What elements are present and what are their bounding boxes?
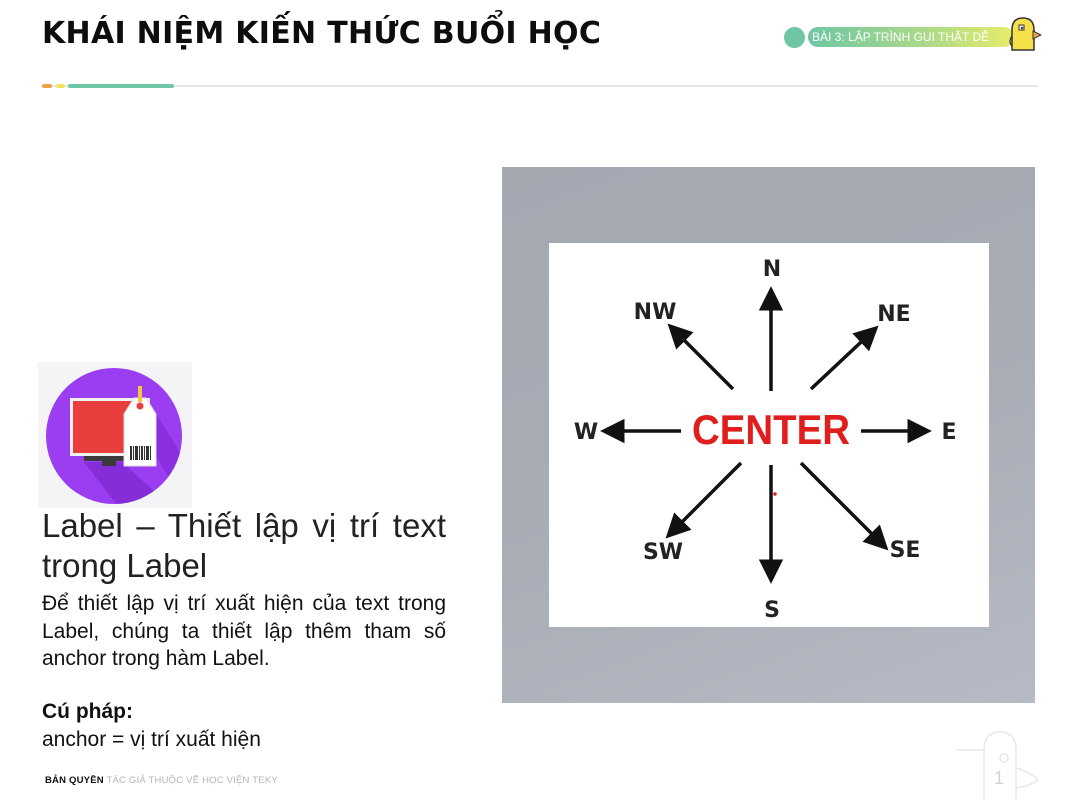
page-number: 1 [994, 768, 1005, 788]
arrow-sw [665, 461, 743, 539]
label-e: E [941, 420, 956, 445]
label-w: W [574, 420, 598, 445]
accent-bar-orange [42, 84, 52, 88]
syntax-label: Cú pháp: [42, 700, 133, 723]
label-ne: NE [877, 302, 910, 327]
accent-bar-green [68, 84, 174, 88]
label-icon-tile [38, 362, 192, 508]
accent-bar-yellow [56, 84, 65, 88]
label-n: N [763, 257, 781, 282]
arrow-se [799, 461, 889, 551]
page-title: KHÁI NIỆM KIẾN THỨC BUỔI HỌC [42, 16, 602, 51]
center-label: CENTER [692, 406, 850, 453]
syntax-value: anchor = vị trí xuất hiện [42, 728, 261, 751]
lesson-badge: BÀI 3: LẬP TRÌNH GUI THẬT DỄ [808, 27, 1014, 47]
arrow-ne [809, 325, 879, 391]
description-text: Để thiết lập vị trí xuất hiện của text t… [42, 592, 446, 670]
anchor-figure-frame: N NE E SE S SW W NW CENTER [502, 167, 1035, 703]
monitor-price-tag-icon [46, 368, 182, 504]
copyright-footer: BẢN QUYỀN TÁC GIẢ THUỘC VỀ HỌC VIỆN TEKY [45, 775, 278, 786]
copyright-bold: BẢN QUYỀN [45, 775, 104, 786]
label-sw: SW [643, 540, 683, 565]
label-nw: NW [634, 300, 677, 325]
arrow-nw [667, 323, 735, 391]
duck-mascot-icon [1009, 17, 1042, 51]
lesson-dot [784, 27, 805, 48]
section-heading: Label – Thiết lập vị trí text trong Labe… [42, 507, 446, 584]
copyright-text: TÁC GIẢ THUỘC VỀ HỌC VIỆN TEKY [106, 775, 278, 786]
duck-watermark-icon [956, 731, 1040, 800]
label-s: S [764, 598, 780, 623]
label-se: SE [890, 538, 921, 563]
header-divider [42, 85, 1038, 87]
anchor-compass-diagram: N NE E SE S SW W NW CENTER [549, 243, 989, 627]
